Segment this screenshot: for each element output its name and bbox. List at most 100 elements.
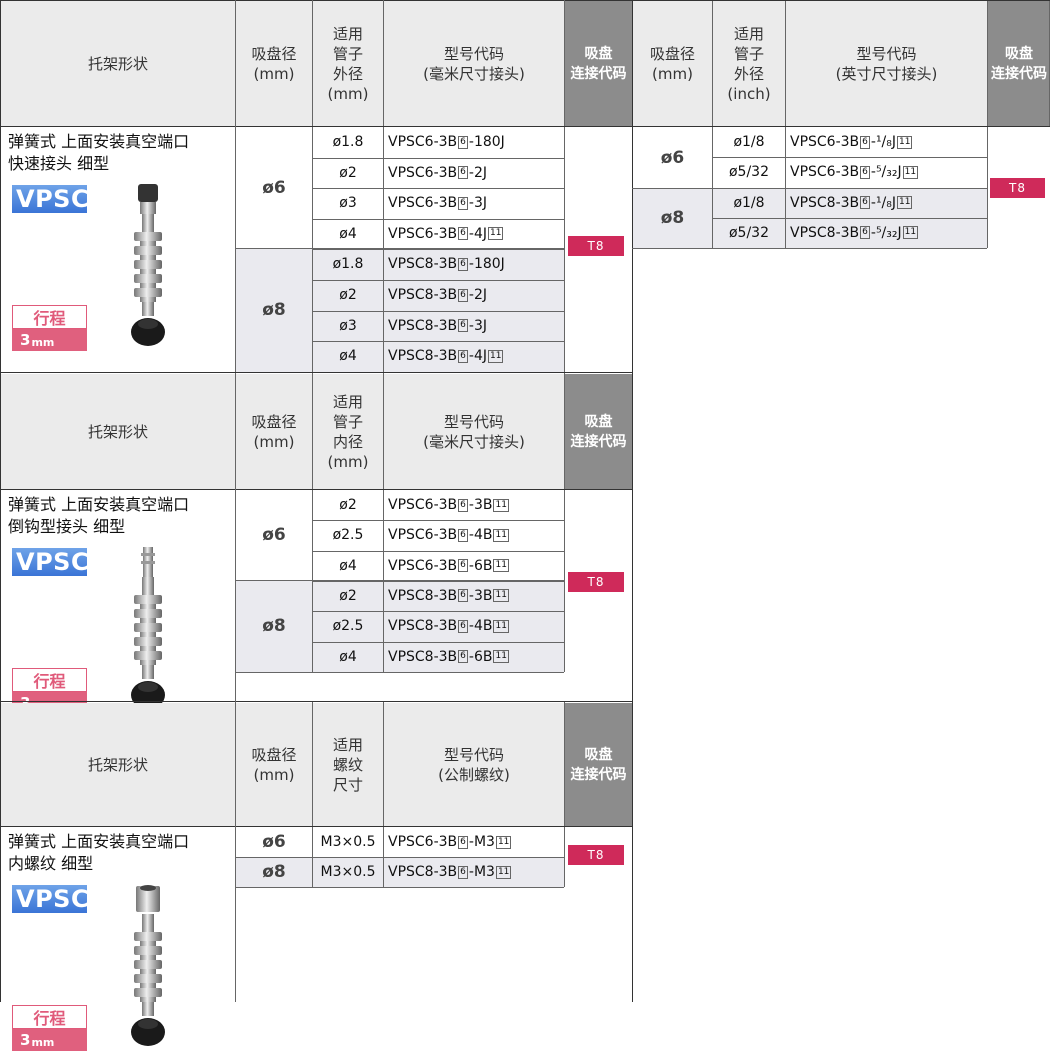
model-suffix: -2J: [468, 287, 487, 303]
grid-line: [312, 641, 564, 643]
option-box-11: 11: [493, 650, 509, 663]
option-box-11: 11: [493, 528, 509, 542]
model-suffix: -4J: [468, 348, 487, 365]
tube-size-cell: ø4: [339, 348, 357, 365]
grid-line: [632, 126, 1050, 127]
vacuum-pad-product-image: [131, 184, 165, 346]
grid-line: [0, 489, 632, 490]
tube-size-cell: ø2.5: [332, 527, 364, 544]
header-pad-diameter-inch: 吸盘径(mm): [633, 1, 712, 126]
option-box-6: 6: [458, 559, 468, 573]
model-prefix: VPSC8-3B: [790, 194, 860, 211]
grid-line: [235, 887, 564, 888]
grid-line: [987, 0, 988, 248]
option-box-11: 11: [897, 135, 913, 149]
pad-diameter-6: ø6: [262, 177, 286, 198]
option-box-6: 6: [458, 166, 468, 180]
model-prefix: VPSC8-3B: [388, 618, 458, 635]
option-box-6: 6: [458, 135, 468, 149]
grid-line: [235, 580, 564, 581]
tube-size-cell: ø1.8: [332, 134, 364, 150]
connection-code-badge: T8: [568, 236, 624, 256]
model-prefix: VPSC6-3B: [388, 497, 458, 513]
series-brand-label: VPSC: [12, 548, 89, 576]
model-prefix: VPSC8-3B: [388, 287, 458, 303]
model-prefix: VPSC8-3B: [388, 348, 458, 365]
tube-size-cell-inch: ø5/32: [728, 164, 769, 181]
pad-diameter-8: ø8: [262, 300, 286, 320]
grid-line: [235, 672, 564, 673]
grid-line: [312, 0, 313, 126]
shaded-block-pad8: [236, 580, 564, 672]
model-suffix: -180J: [468, 256, 505, 273]
series-brand-label: VPSC: [12, 885, 89, 913]
option-box-11: 11: [493, 619, 509, 633]
grid-line: [312, 280, 564, 281]
tube-size-cell: ø2: [339, 287, 357, 303]
tube-size-cell: ø2: [339, 587, 357, 604]
option-box-11: 11: [487, 349, 504, 363]
model-prefix: VPSC6-3B: [388, 557, 458, 574]
grid-line: [564, 373, 565, 489]
grid-line: [312, 373, 313, 489]
connection-code-badge-inch: T8: [990, 178, 1045, 198]
model-suffix: -⁵/₃₂J: [870, 224, 902, 241]
grid-line: [0, 0, 1, 1002]
thread-size-cell: M3×0.5: [320, 834, 376, 850]
grid-line: [564, 702, 565, 826]
grid-line: [383, 702, 384, 826]
model-suffix: -6B: [468, 557, 493, 574]
model-prefix: VPSC6-3B: [790, 134, 860, 150]
grid-line: [785, 0, 786, 248]
option-box-6: 6: [458, 865, 468, 879]
tube-size-cell: ø3: [339, 317, 357, 334]
series-brand-label: VPSC: [12, 185, 89, 213]
option-box-6: 6: [458, 349, 468, 363]
option-box-6: 6: [860, 165, 870, 179]
grid-line: [312, 188, 564, 190]
option-box-11: 11: [487, 227, 504, 241]
model-prefix: VPSC8-3B: [388, 648, 458, 665]
header-bracket-shape: 托架形状: [1, 703, 235, 826]
grid-line: [632, 0, 633, 1002]
bracket-title: 弹簧式 上面安装真空端口倒钩型接头 细型: [8, 495, 190, 536]
grid-line: [312, 550, 564, 552]
header-model-code: 型号代码(毫米尺寸接头): [384, 374, 564, 489]
grid-line: [235, 248, 564, 249]
option-box-11: 11: [902, 165, 919, 179]
pad-diameter-6-inch: ø6: [660, 147, 685, 168]
model-prefix: VPSC6-3B: [388, 834, 458, 850]
model-suffix: -M3: [468, 864, 495, 880]
pad-diameter-6: ø6: [262, 832, 286, 852]
grid-line: [312, 580, 564, 582]
model-prefix: VPSC6-3B: [388, 134, 458, 150]
stroke-unit: mm: [31, 335, 55, 349]
model-prefix: VPSC8-3B: [388, 256, 458, 273]
header-connection-code: 吸盘连接代码: [565, 374, 632, 489]
model-suffix: -3B: [468, 587, 493, 604]
tube-size-cell: ø2: [339, 497, 357, 513]
header-pad-diameter: 吸盘径(mm): [236, 703, 312, 826]
header-model-code: 型号代码(毫米尺寸接头): [384, 1, 564, 126]
option-box-6: 6: [458, 835, 468, 849]
header-pad-diameter: 吸盘径(mm): [236, 1, 312, 126]
pad-diameter-6: ø6: [262, 525, 286, 545]
grid-line: [0, 701, 632, 702]
option-box-11: 11: [493, 559, 509, 573]
connection-code-badge: T8: [568, 572, 624, 592]
option-box-6: 6: [860, 135, 870, 149]
grid-line: [235, 0, 236, 1002]
grid-line: [235, 372, 632, 373]
stroke-label: 行程: [12, 305, 87, 329]
